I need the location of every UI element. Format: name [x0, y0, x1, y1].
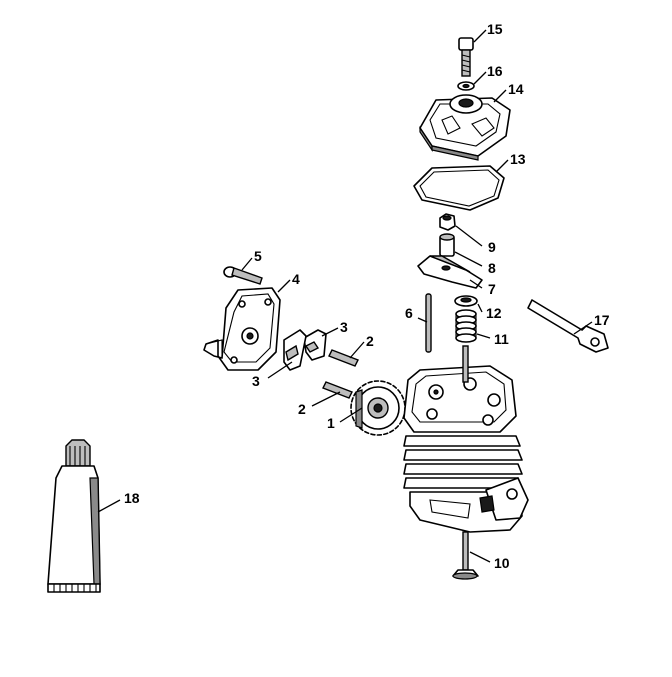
part-8-sleeve: [439, 233, 455, 257]
leader-10: [469, 551, 491, 563]
callout-2-lower: 2: [298, 401, 306, 417]
leader-3a: [321, 327, 339, 337]
callouts: 15 16 14 13 9 8 7 12 11 6 17 5 4 3 3 2 2…: [124, 21, 610, 571]
leader-3b: [267, 361, 293, 379]
part-17-tool: [527, 299, 609, 353]
leader-16: [473, 71, 487, 85]
leader-lines: [97, 29, 593, 563]
callout-2-upper: 2: [366, 333, 374, 349]
part-2-pin-upper: [328, 349, 359, 367]
callout-5: 5: [254, 248, 262, 264]
callout-9: 9: [488, 239, 496, 255]
part-2-pin-lower: [322, 381, 353, 399]
callout-3-lower: 3: [252, 373, 260, 389]
part-7-rocker-arm: [417, 255, 483, 289]
callout-3-upper: 3: [340, 319, 348, 335]
leader-17: [573, 321, 593, 335]
callout-16: 16: [487, 63, 503, 79]
leader-14: [493, 89, 507, 103]
callout-6: 6: [405, 305, 413, 321]
callout-15: 15: [487, 21, 503, 37]
callout-8: 8: [488, 260, 496, 276]
callout-4: 4: [292, 271, 300, 287]
callout-1: 1: [327, 415, 335, 431]
leader-1: [339, 407, 363, 423]
callout-10: 10: [494, 555, 510, 571]
part-6-push-rod: [425, 293, 432, 353]
leader-6: [417, 317, 428, 323]
leader-5: [241, 257, 253, 271]
leader-18: [97, 499, 121, 513]
callout-7: 7: [488, 281, 496, 297]
leader-2a: [349, 341, 365, 359]
part-15-screw: [458, 37, 474, 77]
part-3-cam-follower-upper: [303, 329, 327, 361]
leader-15: [473, 29, 487, 43]
callout-14: 14: [508, 81, 524, 97]
callout-17: 17: [594, 312, 610, 328]
part-1-cam-gear: [350, 380, 406, 436]
callout-12: 12: [486, 305, 502, 321]
leader-4: [277, 279, 291, 293]
part-11-valve-spring: [455, 309, 477, 343]
part-9-nut: [439, 213, 456, 231]
leader-9: [455, 225, 483, 247]
cylinder-assembly: [403, 345, 529, 533]
part-16-washer: [457, 81, 475, 91]
leader-8: [454, 251, 483, 267]
callout-11: 11: [494, 331, 509, 347]
part-5-screw: [223, 266, 263, 285]
part-18-tube: [47, 439, 101, 593]
part-4-housing-cover: [203, 287, 281, 371]
leader-13: [495, 159, 509, 173]
leader-7: [469, 279, 483, 289]
part-14-valve-cover: [419, 94, 511, 161]
leader-2b: [311, 391, 341, 407]
leader-12: [477, 303, 483, 313]
part-13-gasket: [413, 165, 505, 211]
leader-11: [476, 333, 491, 339]
part-3-cam-follower-lower: [283, 329, 307, 371]
callout-13: 13: [510, 151, 526, 167]
callout-18: 18: [124, 490, 140, 506]
part-10-valve: [452, 531, 479, 580]
part-12-spring-retainer: [454, 295, 478, 307]
